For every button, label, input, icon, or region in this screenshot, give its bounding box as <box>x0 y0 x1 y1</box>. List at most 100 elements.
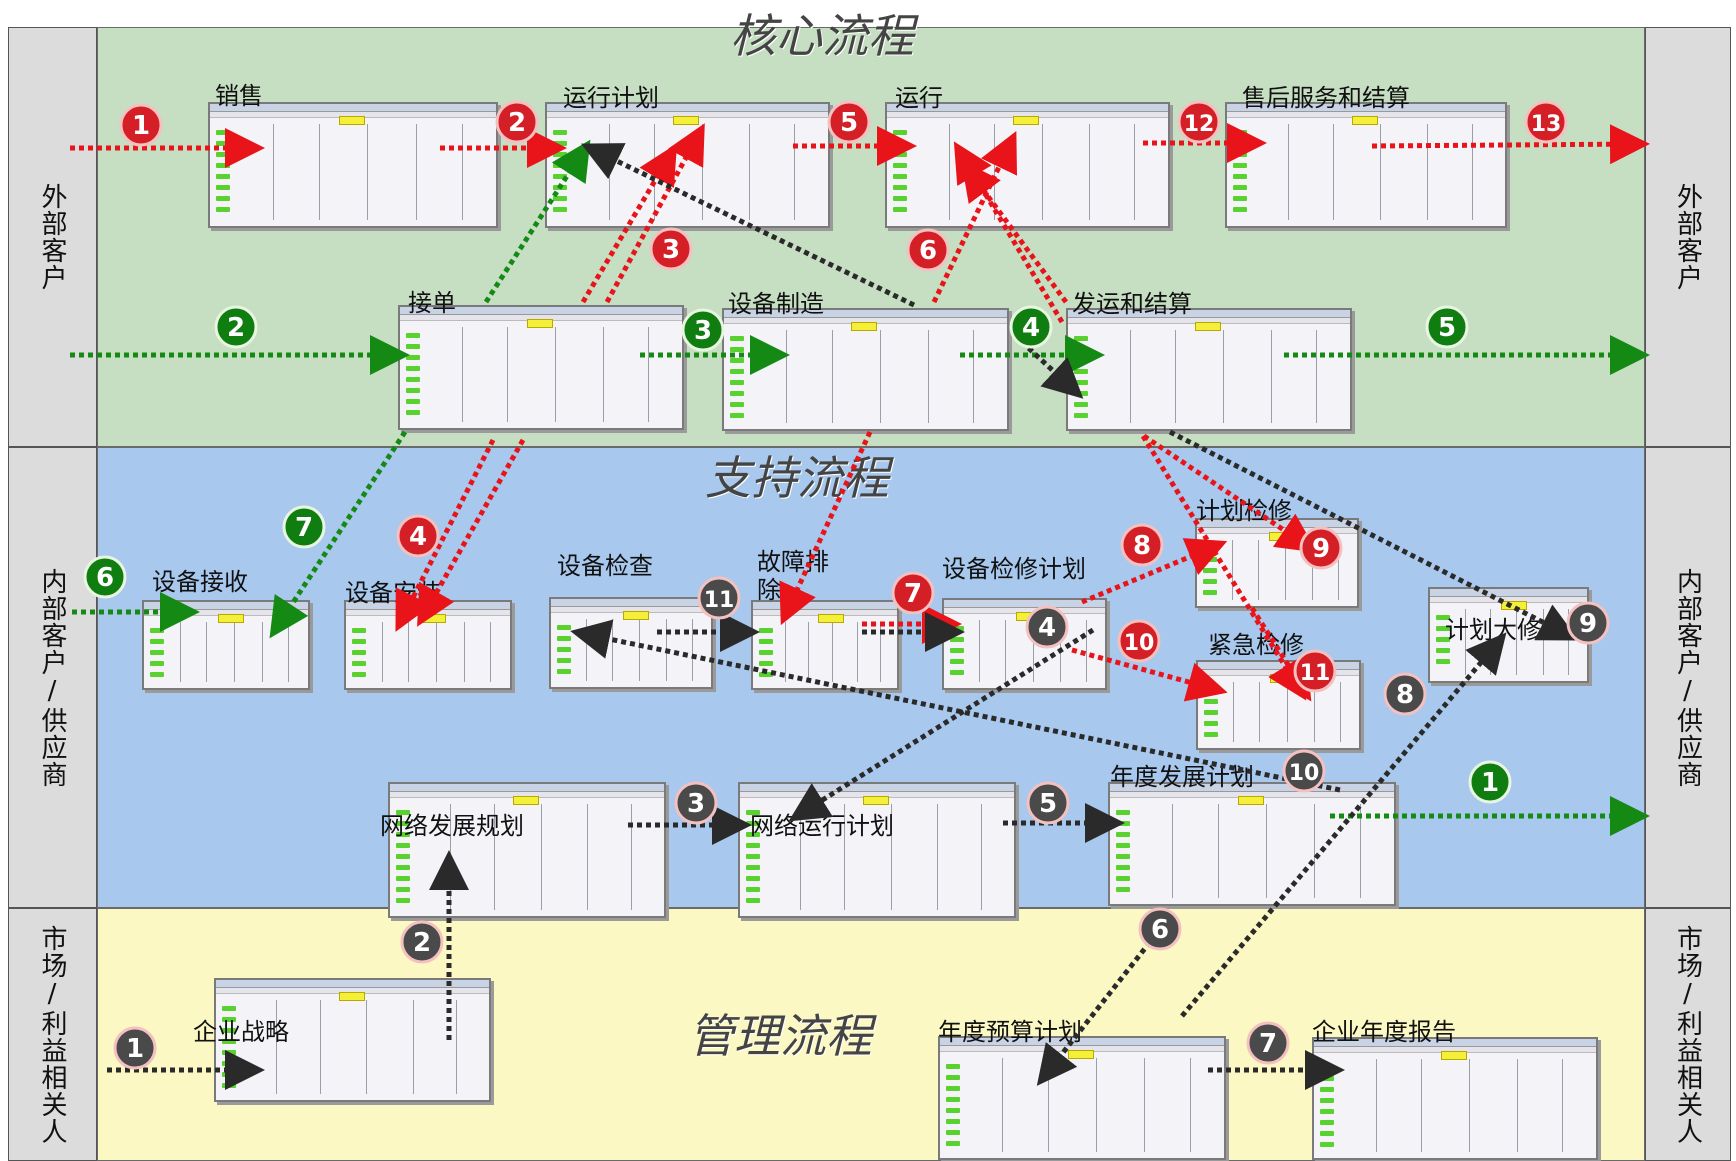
flow-arrow <box>1081 538 1228 605</box>
flow-arrow <box>1142 433 1318 553</box>
thumb-order[interactable] <box>398 305 684 430</box>
label-after-sales: 售后服务和结算 <box>1242 84 1410 112</box>
step-number: 6 <box>919 236 937 266</box>
step-number: 13 <box>1531 112 1562 137</box>
flow-arrow <box>483 139 591 304</box>
step-number: 4 <box>409 522 427 552</box>
label-run-plan: 运行计划 <box>563 84 659 112</box>
side-market-right: 市场/利益相关人 <box>1645 908 1731 1161</box>
flow-arrow <box>395 438 496 632</box>
label-emergency-maint: 紧急检修 <box>1208 631 1304 659</box>
label-net-dev-plan: 网络发展规划 <box>380 812 524 840</box>
step-number: 8 <box>1396 680 1414 710</box>
management-process-title: 管理流程 <box>688 1009 872 1063</box>
step-number: 7 <box>1259 1029 1277 1059</box>
label-sales: 销售 <box>215 82 263 110</box>
step-number: 2 <box>227 313 245 343</box>
label-order: 接单 <box>408 289 456 317</box>
step-badge: 11 <box>697 576 741 620</box>
step-number: 2 <box>413 928 431 958</box>
step-number: 3 <box>662 235 680 265</box>
side-market-left: 市场/利益相关人 <box>8 908 97 1161</box>
step-badge: 10 <box>1282 749 1326 793</box>
step-badge: 3 <box>681 308 725 352</box>
flow-arrow <box>417 438 526 627</box>
core-process-title: 核心流程 <box>730 9 914 63</box>
step-badge: 7 <box>891 571 935 615</box>
label-budget-plan: 年度预算计划 <box>938 1018 1082 1046</box>
flow-arrow <box>961 159 1069 304</box>
step-number: 10 <box>1124 631 1155 656</box>
flow-arrow <box>580 143 678 304</box>
thumb-annual-report[interactable] <box>1312 1037 1598 1160</box>
label-shipping: 发运和结算 <box>1072 290 1192 318</box>
label-operation: 运行 <box>895 84 943 112</box>
label-receive: 设备接收 <box>152 568 248 596</box>
step-badge: 7 <box>282 505 326 549</box>
thumb-after-sales[interactable] <box>1225 102 1507 228</box>
side-label: 市场/利益相关人 <box>37 924 67 1145</box>
step-badge: 2 <box>400 920 444 964</box>
step-number: 3 <box>694 316 712 346</box>
step-badge: 5 <box>827 100 871 144</box>
step-number: 9 <box>1312 534 1330 564</box>
step-number: 10 <box>1289 761 1320 786</box>
step-badge: 4 <box>396 514 440 558</box>
step-number: 7 <box>295 513 313 543</box>
side-internal-left: 内部客户/供应商 <box>8 447 97 908</box>
step-badge: 5 <box>1425 305 1469 349</box>
thumb-fault[interactable] <box>751 600 899 690</box>
flow-arrow <box>581 143 916 308</box>
flow-arrow <box>269 430 408 639</box>
thumb-operation[interactable] <box>885 102 1170 228</box>
step-number: 5 <box>1039 789 1057 819</box>
step-badge: 7 <box>1246 1021 1290 1065</box>
step-badge: 9 <box>1299 526 1343 570</box>
step-number: 5 <box>840 108 858 138</box>
flow-arrow <box>1071 647 1228 702</box>
flow-arrow <box>1036 940 1152 1086</box>
step-badge: 8 <box>1383 672 1427 716</box>
step-badge: 6 <box>906 228 950 272</box>
flow-arrow <box>1180 632 1507 1018</box>
flow-arrow <box>1168 429 1579 641</box>
side-internal-right: 内部客户/供应商 <box>1645 447 1731 908</box>
thumb-net-run-plan[interactable] <box>738 782 1016 918</box>
step-badge: 2 <box>495 100 539 144</box>
side-external-right: 外部客户 <box>1645 27 1731 447</box>
step-badge: 4 <box>1009 305 1053 349</box>
step-badge: 3 <box>674 781 718 825</box>
step-badge: 1 <box>113 1026 157 1070</box>
flow-arrow <box>779 430 873 626</box>
step-badge: 11 <box>1293 649 1337 693</box>
label-strategy: 企业战略 <box>193 1018 289 1046</box>
flow-arrow <box>604 123 705 304</box>
side-label: 外部客户 <box>1672 183 1703 291</box>
step-badge: 1 <box>119 103 163 147</box>
step-badge: 13 <box>1524 100 1568 144</box>
side-label: 市场/利益相关人 <box>1672 924 1703 1145</box>
side-external-left: 外部客户 <box>8 27 97 447</box>
step-number: 5 <box>1438 313 1456 343</box>
label-annual-report: 企业年度报告 <box>1312 1018 1456 1046</box>
step-badge: 6 <box>83 555 127 599</box>
step-number: 4 <box>1038 613 1056 643</box>
step-number: 6 <box>96 563 114 593</box>
step-number: 12 <box>1184 112 1215 137</box>
step-number: 9 <box>1579 609 1597 639</box>
side-label: 内部客户/供应商 <box>37 567 67 788</box>
step-badge: 5 <box>1026 781 1070 825</box>
step-badge: 9 <box>1566 601 1610 645</box>
step-number: 1 <box>1481 768 1499 798</box>
thumb-budget-plan[interactable] <box>938 1036 1226 1160</box>
thumb-annual-dev-plan[interactable] <box>1108 782 1396 906</box>
step-number: 1 <box>126 1034 144 1064</box>
side-label: 外部客户 <box>37 183 67 291</box>
step-number: 11 <box>704 588 735 613</box>
step-badge: 8 <box>1120 523 1164 567</box>
step-number: 3 <box>687 789 705 819</box>
flow-arrow <box>1020 340 1084 399</box>
step-badge: 10 <box>1117 619 1161 663</box>
step-badge: 6 <box>1138 907 1182 951</box>
